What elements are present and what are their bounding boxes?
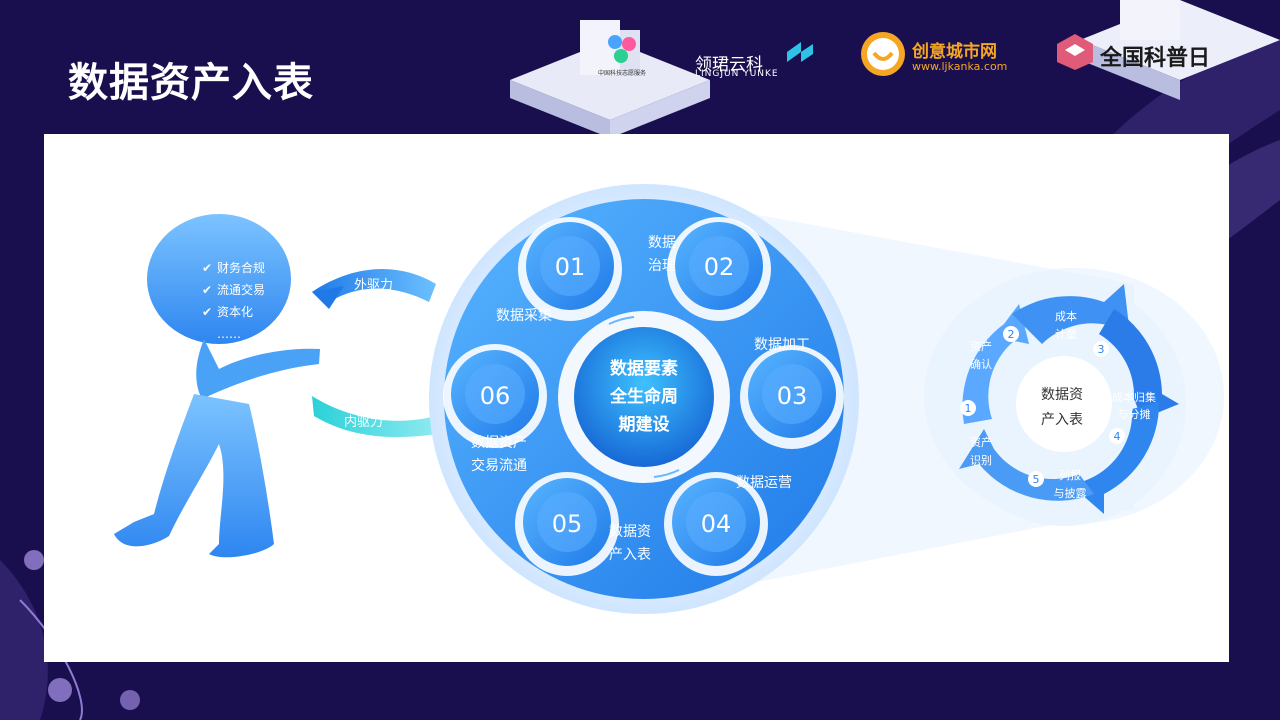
bullet-check-icon: ✔ [202,261,212,275]
bullet-list: ✔ 财务合规 ✔ 流通交易 ✔ 资本化 …… [202,260,265,341]
step-number: 04 [701,510,732,538]
step-number: 01 [555,253,586,281]
step-number: 05 [552,510,583,538]
cycle-step-number: 1 [965,402,972,415]
step-number: 02 [704,253,735,281]
person-figure [114,214,320,558]
step-label: 治理 [648,258,676,274]
step-label: 数据资产 [471,435,527,451]
cycle-step-number: 3 [1098,343,1105,356]
cycle-step-number: 5 [1033,473,1040,486]
cycle-step-number: 4 [1114,430,1121,443]
cycle-step-label: 资产 [970,339,992,353]
step-label: 数据加工 [754,337,810,353]
center-label: 期建设 [619,414,670,435]
step-label: 交易流通 [471,457,527,474]
chuangyi-logo-cn: 创意城市网 [912,42,997,62]
outer-drive-label: 外驱力 [354,278,393,293]
cycle-step-label: 与分摊 [1118,407,1151,421]
inner-drive-label: 内驱力 [344,414,383,430]
center-label: 数据要素 [610,358,678,379]
lingjun-logo-en: LINGJUN YUNKE [695,69,779,79]
cycle-step-label: 识别 [970,454,992,467]
center-label: 全生命周 [609,386,678,407]
volunteer-logo-icon [608,35,636,63]
bullet-check-icon: ✔ [202,305,212,319]
kepu-logo: 全国科普日 [1100,46,1211,71]
kepu-cube-icon [1057,34,1093,70]
step-number: 03 [777,382,808,410]
step-label: 产入表 [609,547,651,563]
volunteer-caption: 中国科技志愿服务 [598,70,647,77]
platform-illustration [510,0,1280,138]
cycle-center-label: 数据资 [1041,387,1083,403]
cycle-step-label: 与披露 [1054,486,1087,500]
chuangyi-url: www.ljkanka.com [912,60,1008,73]
cycle-step-label: 列报 [1059,468,1081,482]
step-label: 数据 [648,235,676,251]
data-asset-diagram: ✔ 财务合规 ✔ 流通交易 ✔ 资本化 …… 外驱力 内驱力 [114,184,1224,614]
cycle-step-label: 计量 [1055,328,1077,341]
cycle-center-label: 产入表 [1041,412,1083,428]
sponsor-logos: 中国科技志愿服务 领珺云科 LINGJUN YUNKE 创意城市网 www.lj… [500,0,1280,140]
cycle-step-label: 成本 [1055,309,1077,323]
step-label: 数据资 [609,524,651,540]
cycle-step-label: 资产 [970,435,992,449]
cycle-step-label: 确认 [970,358,992,371]
bullet-item: 资本化 [217,305,253,319]
step-number: 06 [480,382,511,410]
page-title: 数据资产入表 [68,60,314,106]
diagram-panel: ✔ 财务合规 ✔ 流通交易 ✔ 资本化 …… 外驱力 内驱力 [44,134,1229,662]
bullet-item: …… [217,327,241,341]
chuangyi-smile-icon [861,32,905,76]
bullet-check-icon: ✔ [202,283,212,297]
asset-recording-cycle: 数据资 产入表 1 资产 识别 2 资产 确认 3 成本 计量 4 成本归集 与… [924,268,1224,526]
outer-drive-arrow: 外驱力 [312,269,436,309]
step-label: 数据运营 [736,475,792,491]
cycle-step-label: 成本归集 [1112,390,1156,404]
cycle-step-number: 2 [1008,328,1015,341]
cycle-step-badge [1028,471,1044,487]
cycle-step-badge [1109,428,1125,444]
step-label: 数据采集 [496,307,552,324]
cycle-step-badge [1093,341,1109,357]
lingjun-mark-icon [787,42,813,62]
cycle-step-badge [1003,326,1019,342]
cycle-step-badge [960,400,976,416]
lingjun-logo-cn: 领珺云科 [695,55,763,75]
bullet-item: 财务合规 [217,260,265,275]
bullet-item: 流通交易 [217,282,265,297]
